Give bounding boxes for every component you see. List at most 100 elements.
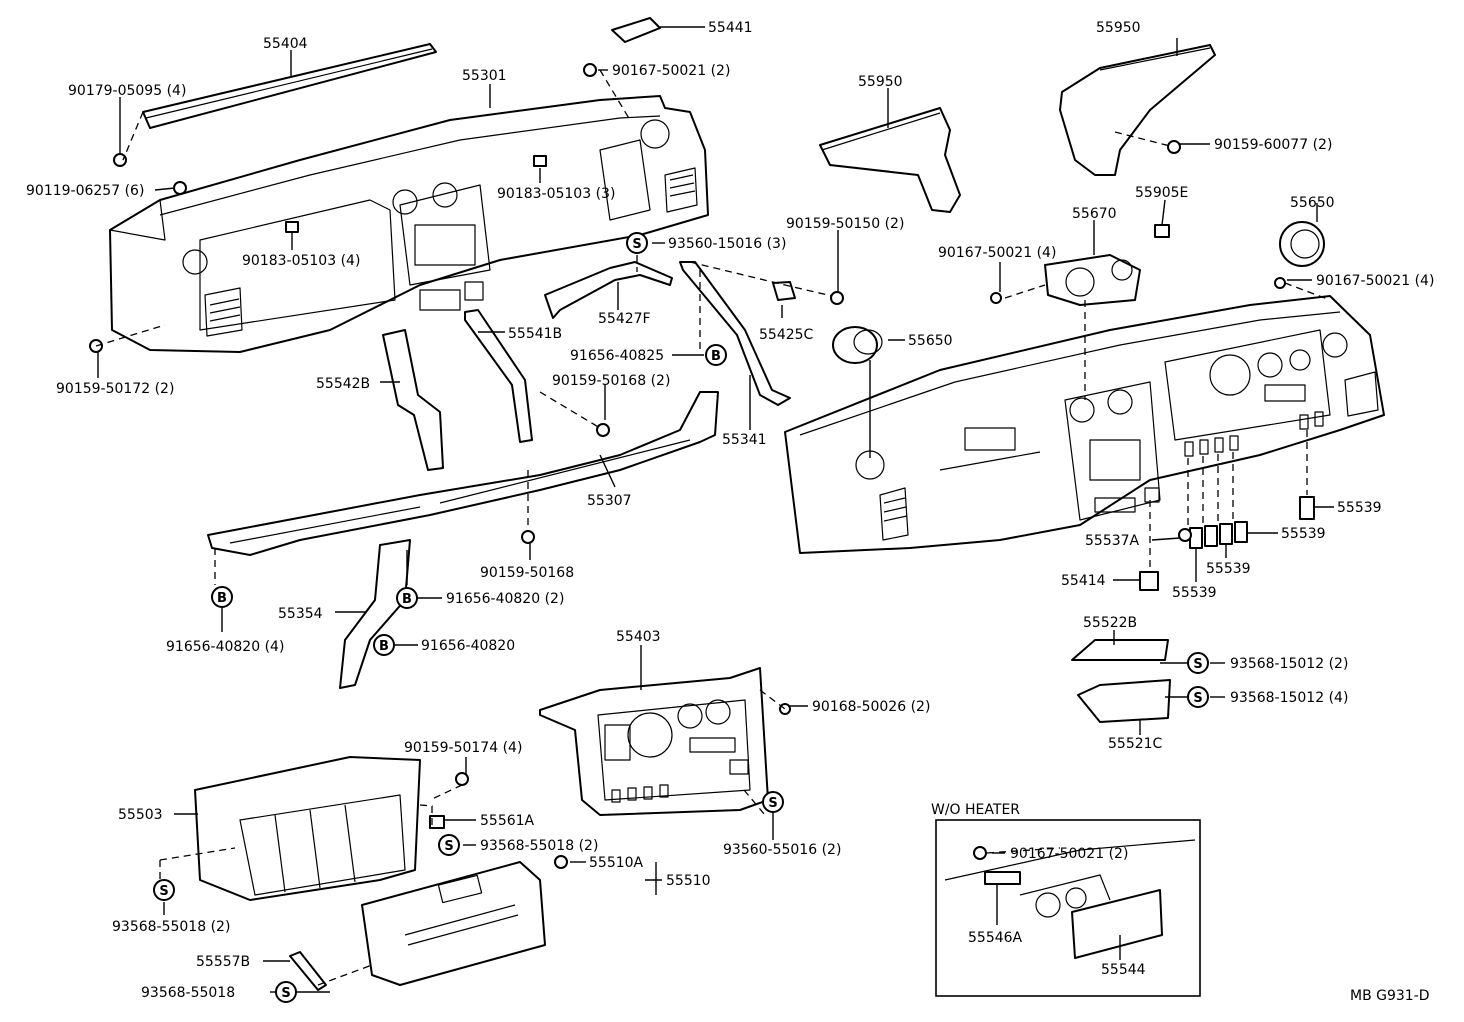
marker-s-93560-15016: S [626,232,648,254]
label-55542b: 55542B [316,376,370,392]
label-93560-55016: 93560-55016 (2) [723,842,841,858]
svg-text:B: B [402,592,412,607]
label-55650-a: 55650 [908,333,953,349]
marker-s-93560-55016: S [762,791,784,813]
svg-text:B: B [379,639,389,654]
label-55510a: 55510A [589,855,644,871]
part-55301-instrument-panel [109,95,709,353]
part-55307-reinforcement [207,391,719,556]
label-90183-05103-4: 90183-05103 (4) [242,253,360,269]
label-93568-55018: 93568-55018 [141,985,235,1001]
label-90167-50021-wo: 90167-50021 (2) [1010,846,1128,862]
label-55539-a: 55539 [1337,500,1382,516]
part-55404-trim-strip [142,43,437,129]
label-55905e: 55905E [1135,185,1188,201]
marker-b-91656-40820-2: B [396,587,418,609]
label-55539-d: 55539 [1172,585,1217,601]
label-55441: 55441 [708,20,753,36]
marker-s-93568-55018-2a: S [438,834,460,856]
label-90167-50021-top: 90167-50021 (2) [612,63,730,79]
label-55510: 55510 [666,873,711,889]
label-93560-15016: 93560-15016 (3) [668,236,786,252]
marker-s-93568-15012-2: S [1187,652,1209,674]
label-55670: 55670 [1072,206,1117,222]
label-55427f: 55427F [598,311,651,327]
label-55541b: 55541B [508,326,562,342]
part-55541b-bracket [464,309,533,443]
label-90119-06257: 90119-06257 (6) [26,183,144,199]
label-55544: 55544 [1101,962,1146,978]
label-55341: 55341 [722,432,767,448]
label-55522b: 55522B [1083,615,1137,631]
label-55404: 55404 [263,36,308,52]
part-55557b-stopper [289,951,327,991]
svg-text:S: S [281,986,290,1001]
label-93568-15012-4: 93568-15012 (4) [1230,690,1348,706]
label-55546a: 55546A [968,930,1023,946]
wo-heater-inset-parts [944,839,1196,959]
label-55537a: 55537A [1085,533,1140,549]
part-dashboard-assembled [784,295,1385,554]
part-switches [1139,496,1315,591]
label-90159-50168-2: 90159-50168 (2) [552,373,670,389]
svg-text:S: S [632,237,641,252]
label-90159-50168: 90159-50168 [480,565,574,581]
label-93568-55018-2a: 93568-55018 (2) [480,838,598,854]
label-90159-60077: 90159-60077 (2) [1214,137,1332,153]
label-55561a: 55561A [480,813,535,829]
label-55950-right: 55950 [1096,20,1141,36]
label-55503: 55503 [118,807,163,823]
label-90159-50174: 90159-50174 (4) [404,740,522,756]
label-55650-b: 55650 [1290,195,1335,211]
label-90179-05095: 90179-05095 (4) [68,83,186,99]
part-55950-duct-left [819,107,961,213]
label-55950-left: 55950 [858,74,903,90]
wo-heater-inset-box [935,819,1201,997]
part-labels: 55404 90179-05095 (4) 90119-06257 (6) 55… [26,20,1434,1004]
marker-s-93568-55018: S [275,981,297,1003]
part-55650-vent-a [832,326,883,364]
marker-s-93568-15012-4: S [1187,686,1209,708]
label-91656-40820-2: 91656-40820 (2) [446,591,564,607]
svg-text:S: S [1193,691,1202,706]
marker-b-91656-40825: B [705,344,727,366]
label-55414: 55414 [1061,573,1106,589]
label-90159-50172: 90159-50172 (2) [56,381,174,397]
dashed-lines [95,69,1331,986]
label-90183-05103-3: 90183-05103 (3) [497,186,615,202]
part-55950-duct-right [1059,44,1216,176]
label-90167-50021-4a: 90167-50021 (4) [938,245,1056,261]
part-55441-cover [611,17,661,43]
part-55542b-bracket [382,329,444,471]
label-55539-c: 55539 [1206,561,1251,577]
svg-text:B: B [217,591,227,606]
svg-text:S: S [1193,657,1202,672]
part-55503-glove-box [194,756,445,901]
label-55539-b: 55539 [1281,526,1326,542]
label-55354: 55354 [278,606,323,622]
label-55301: 55301 [462,68,507,84]
label-55425c: 55425C [759,327,814,343]
label-91656-40820-4: 91656-40820 (4) [166,639,284,655]
marker-b-91656-40820-4: B [211,586,233,608]
part-55403-cluster-bezel [539,667,769,816]
svg-text:S: S [159,884,168,899]
label-90167-50021-4b: 90167-50021 (4) [1316,273,1434,289]
label-55307: 55307 [587,493,632,509]
marker-b-91656-40820: B [373,634,395,656]
label-wo-heater: W/O HEATER [931,802,1020,818]
marker-s-93568-55018-2b: S [153,879,175,901]
svg-text:B: B [711,349,721,364]
label-55403: 55403 [616,629,661,645]
label-90159-50150: 90159-50150 (2) [786,216,904,232]
label-90168-50026: 90168-50026 (2) [812,699,930,715]
leader-lines [97,26,1334,993]
part-55522b-control-bezel [1071,639,1169,661]
part-55521c-panel [1077,679,1171,723]
label-91656-40820: 91656-40820 [421,638,515,654]
fasteners [89,63,1286,869]
part-55670-heater-unit [1044,224,1170,306]
label-55557b: 55557B [196,954,250,970]
label-55521c: 55521C [1108,736,1163,752]
